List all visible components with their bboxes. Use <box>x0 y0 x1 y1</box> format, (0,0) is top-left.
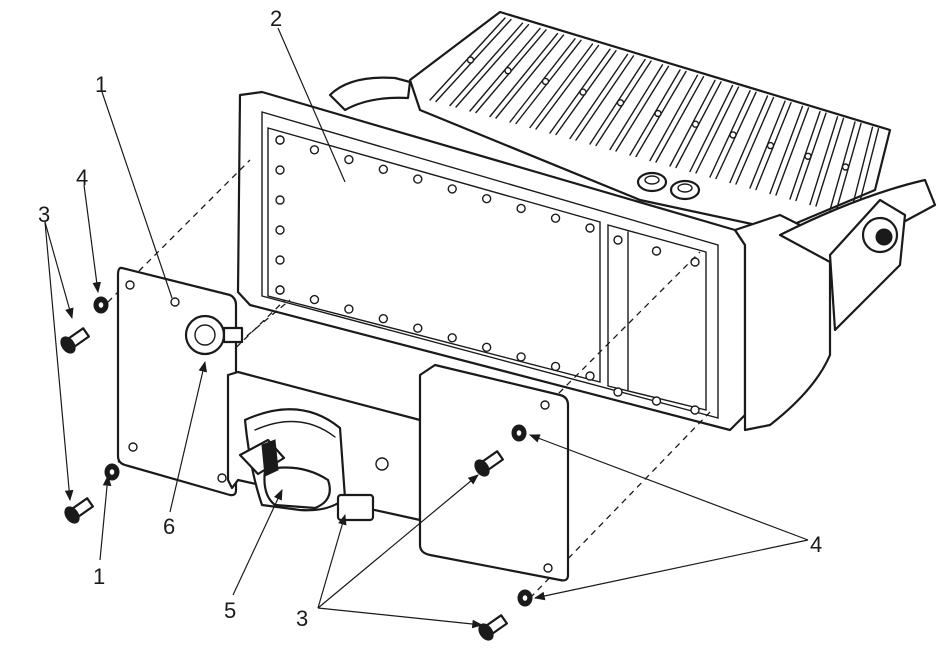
panel-screw <box>309 145 320 155</box>
panel-screw <box>585 223 595 233</box>
panel-screw <box>413 323 423 333</box>
callout-6: 6 <box>163 514 175 539</box>
callout-3-bottom: 3 <box>296 606 308 631</box>
washer <box>511 424 527 442</box>
callout-labels: 1 2 3 4 1 6 5 3 4 <box>38 6 822 631</box>
washer <box>517 589 533 607</box>
callout-5: 5 <box>224 598 236 623</box>
panel-screw <box>344 304 354 314</box>
panel-screw <box>516 203 526 214</box>
panel-screw <box>613 387 623 397</box>
screw <box>64 497 94 524</box>
panel-screw <box>275 285 285 295</box>
screw <box>474 450 504 477</box>
panel-screw <box>378 164 389 175</box>
panel-screw <box>275 195 285 205</box>
panel-screw <box>651 396 662 406</box>
screw <box>60 327 90 354</box>
panel-screw <box>690 257 700 267</box>
panel-screw <box>481 193 492 204</box>
callout-4-left: 4 <box>76 165 88 190</box>
housing-side <box>733 213 832 432</box>
panel-screw <box>516 352 526 362</box>
callout-2: 2 <box>270 6 282 31</box>
panel-screw <box>275 165 285 175</box>
heatsink-fins <box>429 17 880 218</box>
mount-plate-right <box>418 363 570 582</box>
callout-3-left: 3 <box>38 202 50 227</box>
leader-lines <box>44 27 809 629</box>
panel-screws <box>275 135 700 415</box>
panel-screw <box>447 184 457 194</box>
callout-1-top: 1 <box>95 72 107 97</box>
panel-screw <box>413 174 423 184</box>
washer <box>104 463 120 481</box>
panel-screw <box>447 333 457 343</box>
panel-screw <box>309 294 320 305</box>
fasteners <box>60 296 533 641</box>
panel-screw <box>481 342 492 353</box>
panel-screw <box>690 405 700 415</box>
washer <box>93 296 109 314</box>
panel-screw <box>275 255 285 265</box>
panel-screw <box>275 135 285 145</box>
glass-panel <box>267 127 601 383</box>
panel-screw <box>550 213 561 223</box>
mount-plate-left <box>116 266 244 497</box>
panel-screw <box>550 361 561 372</box>
callout-1-bottom: 1 <box>93 564 105 589</box>
screw <box>478 614 508 641</box>
panel-screw <box>275 225 285 235</box>
panel-screw <box>651 246 662 256</box>
callout-4-right: 4 <box>810 532 822 557</box>
floodlight-housing <box>236 10 937 432</box>
panel-screw <box>585 371 595 381</box>
yoke-left <box>328 76 412 112</box>
panel-screw <box>613 235 623 245</box>
panel-screw <box>378 313 389 324</box>
panel-screw <box>344 154 354 165</box>
